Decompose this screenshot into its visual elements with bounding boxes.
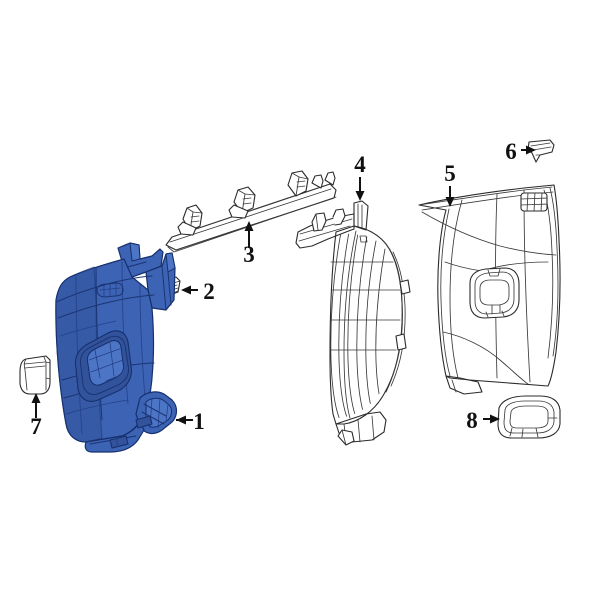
part-4-c-pillar-trim-panel[interactable] xyxy=(295,200,411,446)
callout-number-4: 4 xyxy=(354,152,366,177)
callout-number-7: 7 xyxy=(30,414,42,439)
leader-6 xyxy=(521,145,536,155)
leader-8 xyxy=(483,414,500,424)
speaker-grille-icon xyxy=(520,192,548,212)
part-5-quarter-upper-trim-panel[interactable] xyxy=(418,184,561,395)
recessed-handle-cup xyxy=(469,267,520,319)
leader-7 xyxy=(31,393,41,418)
leader-1 xyxy=(176,415,193,425)
trim-panel-recess xyxy=(74,330,132,402)
leader-2 xyxy=(181,285,198,295)
part-8-oval-bezel-grommet[interactable] xyxy=(497,395,561,439)
leader-5 xyxy=(445,186,455,207)
leader-4 xyxy=(355,177,365,201)
callout-number-5: 5 xyxy=(444,161,456,186)
callout-number-3: 3 xyxy=(243,242,255,267)
callout-number-1: 1 xyxy=(193,409,205,434)
callout-number-8: 8 xyxy=(466,408,478,433)
callout-number-2: 2 xyxy=(203,279,215,304)
part-1-quarter-trim-panel-highlighted[interactable] xyxy=(55,242,178,453)
callout-numbers: 1 2 3 4 5 6 7 8 xyxy=(30,139,517,439)
part-7-end-cap-trim[interactable] xyxy=(19,355,51,395)
callout-leaders xyxy=(31,145,536,425)
leader-3 xyxy=(244,221,254,248)
callout-number-6: 6 xyxy=(505,139,517,164)
part-3-sill-trim-strip[interactable] xyxy=(165,170,337,253)
